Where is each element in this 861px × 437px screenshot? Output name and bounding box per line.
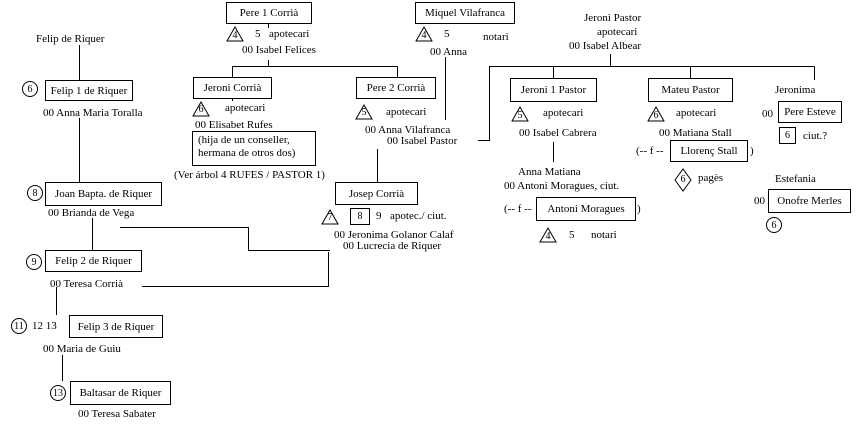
person-joan-bapta-de-riquer[interactable]: Joan Bapta. de Riquer (45, 182, 162, 206)
triangle-marker: 7 (327, 212, 333, 223)
note-line: hermana de otros dos) (198, 147, 296, 159)
father-suffix: ) (637, 203, 641, 215)
person-felip-1-de-riquer[interactable]: Felip 1 de Riquer (45, 80, 133, 101)
marriage-text: 00 Lucrecia de Riquer (343, 240, 442, 252)
generation-marker: 6 (22, 81, 38, 97)
diamond-marker: 6 (680, 174, 686, 185)
marriage-text: 00 Maria de Guiu (43, 343, 121, 355)
person-miquel-vilafranca[interactable]: Miquel Vilafranca (415, 2, 515, 24)
person-llorenc-stall[interactable]: Llorenç Stall (670, 140, 748, 162)
note-box: (hija de un conseller, hermana de otros … (192, 131, 316, 166)
person-estefania: Estefania (775, 173, 816, 185)
role-text: apotecari (543, 107, 584, 119)
generation-marker: 9 (26, 254, 42, 270)
person-jeroni-1-pastor[interactable]: Jeroni 1 Pastor (510, 78, 597, 102)
marriage-text: 00 Isabel Cabrera (519, 127, 597, 139)
father-suffix: ) (750, 145, 754, 157)
person-mateu-pastor[interactable]: Mateu Pastor (648, 78, 733, 102)
person-josep-corria[interactable]: Josep Corrià (335, 182, 418, 205)
marriage-text: 00 Antoni Moragues, ciut. (504, 180, 620, 192)
marriage-prefix: 00 (754, 195, 765, 207)
role-text: notari (483, 31, 509, 43)
generation-marker: 6 (766, 217, 782, 233)
role-text: apotecari (269, 28, 310, 40)
person-onofre-merles[interactable]: Onofre Merles (768, 189, 851, 213)
marriage-text: 00 Anna Maria Toralla (43, 107, 143, 119)
person-jeroni-corria[interactable]: Jeroni Corrià (193, 77, 272, 99)
person-anna-matiana: Anna Matiana (518, 166, 581, 178)
triangle-marker: 4 (421, 30, 427, 41)
person-pere-2-corria[interactable]: Pere 2 Corrià (356, 77, 436, 99)
marriage-text: 00 Teresa Sabater (78, 408, 156, 420)
generation-marker: 8 (27, 185, 43, 201)
marriage-text: 00 Elisabet Rufes (195, 119, 273, 131)
marriage-text: 00 Matiana Stall (659, 127, 732, 139)
generation-numbers: 12 13 (32, 320, 57, 332)
person-felip-2-de-riquer[interactable]: Felip 2 de Riquer (45, 250, 142, 272)
marriage-text: 00 Brianda de Vega (48, 207, 135, 219)
marriage-text: 00 Isabel Albear (569, 40, 642, 52)
role-text: apotecari (386, 106, 427, 118)
triangle-marker: 5 (517, 110, 523, 121)
triangle-marker: 6 (653, 110, 659, 121)
square-marker: 6 (779, 127, 796, 144)
marriage-prefix: 00 (762, 108, 773, 120)
marriage-text: 00 Anna Vilafranca (365, 124, 451, 136)
felip-de-riquer-label: Felip de Riquer (36, 33, 105, 45)
marriage-text: 00 Teresa Corrià (50, 278, 123, 290)
number-label: 5 (569, 229, 575, 241)
number-label: 9 (376, 210, 382, 222)
father-prefix: (-- f -- (504, 203, 532, 215)
reference-text: (Ver árbol 4 RUFES / PASTOR 1) (174, 169, 325, 181)
role-text: notari (591, 229, 617, 241)
role-text: pagès (698, 172, 724, 184)
triangle-marker: 5 (361, 107, 367, 118)
father-prefix: (-- f -- (636, 145, 664, 157)
generation-marker: 13 (50, 385, 66, 401)
person-jeronima: Jeronima (775, 84, 816, 96)
number-label: 5 (444, 28, 450, 40)
marriage-text: 00 Jeronima Golanor Calaf (334, 229, 454, 241)
person-pere-1-corria[interactable]: Pere 1 Corrià (226, 2, 312, 24)
marriage-text: 00 Anna (430, 46, 467, 58)
triangle-marker: 4 (232, 30, 238, 41)
role-text: apotecari (225, 102, 266, 114)
role-text: apotec./ ciut. (390, 210, 447, 222)
triangle-marker: 4 (545, 231, 551, 242)
role-text: apotecari (676, 107, 717, 119)
triangle-marker: 6 (198, 104, 204, 115)
square-marker: 8 (350, 208, 370, 225)
marriage-text: 00 Isabel Pastor (387, 135, 458, 147)
marriage-text: 00 Isabel Felices (242, 44, 316, 56)
role-text: apotecari (597, 26, 638, 38)
note-line: (hija de un conseller, (198, 134, 290, 146)
person-jeroni-pastor: Jeroni Pastor (584, 12, 642, 24)
person-felip-3-de-riquer[interactable]: Felip 3 de Riquer (69, 315, 163, 338)
number-label: 5 (255, 28, 261, 40)
person-baltasar-de-riquer[interactable]: Baltasar de Riquer (70, 381, 171, 405)
person-antoni-moragues[interactable]: Antoni Moragues (536, 197, 636, 221)
person-pere-esteve[interactable]: Pere Esteve (778, 101, 842, 123)
generation-marker: 11 (11, 318, 27, 334)
role-text: ciut.? (803, 130, 828, 142)
